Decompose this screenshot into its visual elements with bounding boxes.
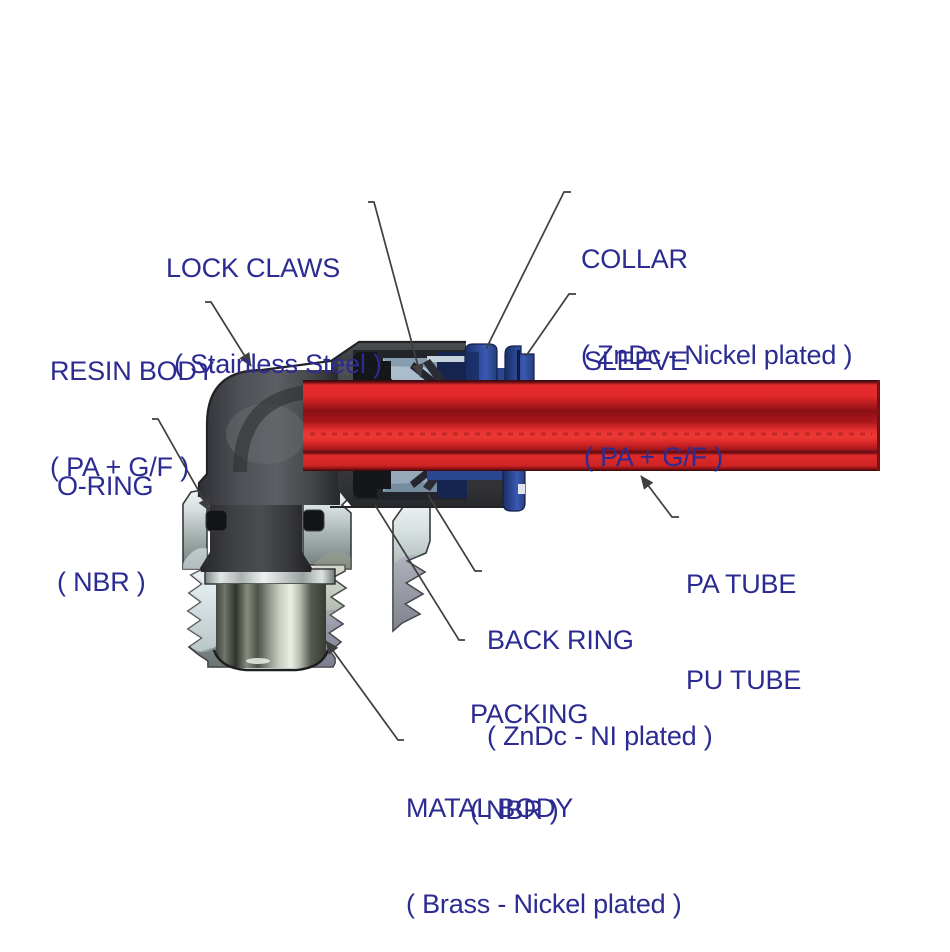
label-collar: COLLAR ( ZnDc - Nickel plated ) xyxy=(581,179,852,403)
collar-sleeve-bottom xyxy=(427,469,526,512)
label-matal-body-material: ( Brass - Nickel plated ) xyxy=(406,889,682,919)
claw-tooth-top-2 xyxy=(423,359,446,381)
o-ring-left xyxy=(205,509,228,532)
metal-cylinder xyxy=(216,584,326,648)
collar-top-shade xyxy=(466,352,479,382)
label-collar-material: ( ZnDc - Nickel plated ) xyxy=(581,340,853,370)
label-resin-body-name: RESIN BODY xyxy=(50,356,215,386)
label-sleeve-name: SLEEVE xyxy=(584,346,688,376)
label-o-ring-material: ( NBR ) xyxy=(57,567,146,597)
leader-o-ring xyxy=(152,418,211,512)
label-back-ring: BACK RING ( ZnDc - NI plated ) xyxy=(487,560,713,784)
sleeve-bottom-notch xyxy=(518,484,525,494)
metal-glint xyxy=(246,658,270,664)
collar-band-bottom xyxy=(427,470,525,480)
label-packing-name: PACKING xyxy=(470,699,589,729)
leader-matal-body xyxy=(325,640,404,741)
lock-claws-bottom-shade xyxy=(383,482,437,492)
tube-shape xyxy=(303,380,880,471)
label-back-ring-name: BACK RING xyxy=(487,625,634,655)
leader-sleeve xyxy=(525,293,576,357)
o-ring-right xyxy=(302,509,325,532)
label-matal-body-name: MATAL BODY xyxy=(406,793,574,823)
label-o-ring-name: O-RING xyxy=(57,471,154,501)
metal-cylinder-bottom xyxy=(216,648,326,668)
packing-bottom xyxy=(353,467,391,498)
sleeve-bottom xyxy=(502,469,526,512)
packing-top xyxy=(353,352,391,383)
label-pa-tube-line1: PA TUBE xyxy=(686,569,797,599)
label-packing-material: ( NBR ) xyxy=(470,795,559,825)
label-resin-body-material: ( PA + G/F ) xyxy=(50,452,189,482)
leader-collar xyxy=(485,191,571,350)
leader-lines xyxy=(152,191,679,741)
lock-claws-top-band xyxy=(427,356,467,362)
label-packing: PACKING ( NBR ) xyxy=(470,634,588,858)
lock-claws-top-shade xyxy=(383,358,437,368)
pa-tube xyxy=(303,380,880,471)
leader-pa-tube xyxy=(640,475,679,518)
label-lock-claws-name: LOCK CLAWS xyxy=(166,253,341,283)
tube-end-edge xyxy=(877,380,880,471)
resin-body-outline xyxy=(197,340,466,497)
cartridge-bottom xyxy=(353,467,467,500)
label-lock-claws-material: ( Stainless Steel ) xyxy=(174,349,382,379)
label-lock-claws: LOCK CLAWS ( Stainless Steel ) xyxy=(166,188,382,412)
resin-stem xyxy=(200,498,312,572)
leader-back-ring xyxy=(427,494,482,572)
leader-resin-body xyxy=(205,301,252,367)
collar-sleeve-top xyxy=(464,343,535,383)
label-resin-body: RESIN BODY ( PA + G/F ) xyxy=(50,291,215,515)
label-pa-tube-line2: PU TUBE xyxy=(686,665,802,695)
sleeve-top-slot xyxy=(517,350,520,380)
label-o-ring: O-RING ( NBR ) xyxy=(57,406,153,630)
label-pa-tube: PA TUBE PU TUBE xyxy=(686,504,801,728)
label-sleeve: SLEEVE ( PA + G/F ) xyxy=(584,281,723,505)
label-collar-name: COLLAR xyxy=(581,244,688,274)
cartridge-top xyxy=(353,350,467,383)
resin-body-inner-corner xyxy=(233,385,309,473)
metal-cylinder-bottom-edge xyxy=(212,649,330,672)
leader-packing xyxy=(374,504,465,641)
leader-lock-claws xyxy=(368,201,424,378)
label-matal-body: MATAL BODY ( Brass - Nickel plated ) xyxy=(406,728,682,952)
label-sleeve-material: ( PA + G/F ) xyxy=(584,442,723,472)
label-back-ring-material: ( ZnDc - NI plated ) xyxy=(487,721,713,751)
